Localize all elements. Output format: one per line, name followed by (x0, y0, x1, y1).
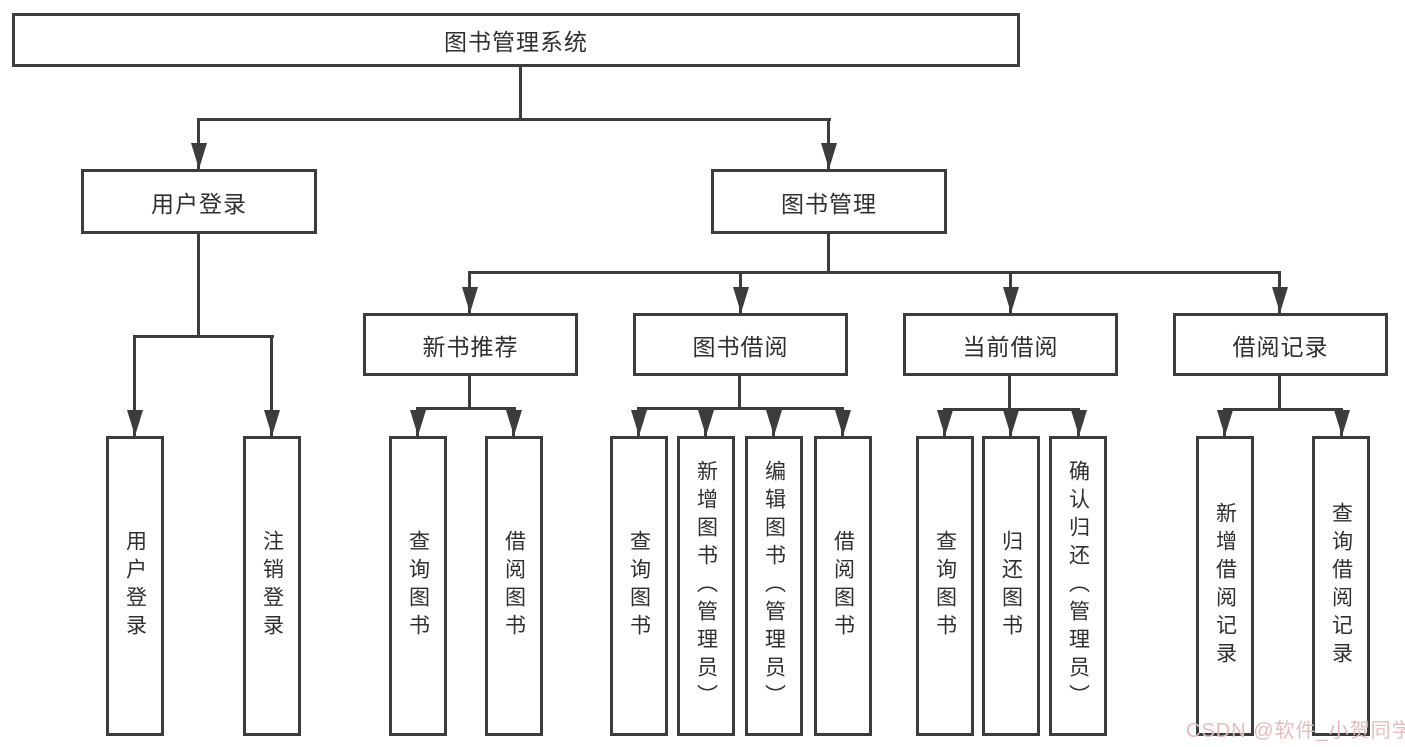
connector-line (637, 407, 844, 410)
arrowhead-down-icon (821, 143, 837, 169)
node-borrowing-records: 借阅记录 (1173, 313, 1388, 376)
node-label: 借阅图书 (502, 530, 526, 642)
connector-line (1008, 376, 1011, 408)
node-label: 借阅记录 (1232, 333, 1329, 360)
node-label: 用户登录 (151, 190, 247, 217)
node-label: 新增图书（管理员） (694, 460, 718, 712)
arrowhead-down-icon (1071, 410, 1087, 436)
leaf-logout: 注销登录 (243, 436, 301, 736)
node-label: 归还图书 (999, 530, 1023, 642)
arrowhead-down-icon (631, 410, 647, 436)
node-library-management-system: 图书管理系统 (12, 13, 1020, 67)
arrowhead-down-icon (766, 410, 782, 436)
node-label: 图书管理 (781, 190, 877, 217)
node-label: 用户登录 (123, 530, 147, 642)
node-label: 查询图书 (933, 530, 957, 642)
node-book-management: 图书管理 (711, 169, 947, 234)
connector-line (133, 335, 274, 338)
leaf-current-confirm-return-admin: 确认归还（管理员） (1049, 436, 1107, 736)
node-label: 确认归还（管理员） (1066, 460, 1090, 712)
node-label: 新书推荐 (422, 333, 519, 360)
connector-line (468, 271, 1281, 274)
leaf-current-query-books: 查询图书 (916, 436, 974, 736)
node-user-login: 用户登录 (81, 169, 317, 234)
node-label: 查询借阅记录 (1329, 502, 1353, 670)
leaf-borrowing-query-books: 查询图书 (610, 436, 668, 736)
node-label: 编辑图书（管理员） (762, 460, 786, 712)
leaf-records-query-record: 查询借阅记录 (1312, 436, 1370, 736)
leaf-recommend-borrow-books: 借阅图书 (485, 436, 543, 736)
csdn-watermark: CSDN @软件_小贺同学 (1186, 720, 1405, 742)
node-label: 注销登录 (260, 530, 284, 642)
leaf-records-add-record: 新增借阅记录 (1196, 436, 1254, 736)
node-current-borrowing: 当前借阅 (903, 313, 1118, 376)
node-label: 查询图书 (627, 530, 651, 642)
arrowhead-down-icon (506, 410, 522, 436)
arrowhead-down-icon (698, 410, 714, 436)
connector-line (133, 335, 136, 436)
connector-line (1278, 376, 1281, 408)
arrowhead-down-icon (264, 410, 280, 436)
leaf-borrowing-edit-books-admin: 编辑图书（管理员） (745, 436, 803, 736)
arrowhead-down-icon (937, 410, 953, 436)
node-label: 图书管理系统 (444, 29, 588, 55)
node-label: 查询图书 (406, 530, 430, 642)
leaf-current-return-books: 归还图书 (982, 436, 1040, 736)
node-new-book-recommend: 新书推荐 (363, 313, 578, 376)
arrowhead-down-icon (1003, 410, 1019, 436)
arrowhead-down-icon (410, 410, 426, 436)
connector-line (197, 232, 200, 335)
arrowhead-down-icon (835, 410, 851, 436)
node-book-borrowing: 图书借阅 (633, 313, 848, 376)
connector-line (738, 376, 741, 407)
connector-line (270, 335, 273, 436)
node-label: 新增借阅记录 (1213, 502, 1237, 670)
leaf-recommend-query-books: 查询图书 (389, 436, 447, 736)
arrowhead-down-icon (1003, 287, 1019, 313)
arrowhead-down-icon (127, 410, 143, 436)
arrowhead-down-icon (1217, 410, 1233, 436)
leaf-borrowing-borrow-books: 借阅图书 (814, 436, 872, 736)
arrowhead-down-icon (733, 287, 749, 313)
node-label: 当前借阅 (962, 333, 1059, 360)
connector-line (416, 407, 516, 410)
arrowhead-down-icon (1272, 287, 1288, 313)
connector-line (827, 234, 830, 271)
connector-line (197, 118, 831, 121)
node-label: 借阅图书 (831, 530, 855, 642)
leaf-borrowing-add-books-admin: 新增图书（管理员） (677, 436, 735, 736)
connector-line (468, 376, 471, 407)
arrowhead-down-icon (462, 287, 478, 313)
connector-line (519, 67, 522, 118)
connector-line (1223, 408, 1343, 411)
leaf-user-login: 用户登录 (106, 436, 164, 736)
arrowhead-down-icon (1334, 410, 1350, 436)
arrowhead-down-icon (191, 143, 207, 169)
node-label: 图书借阅 (692, 333, 789, 360)
